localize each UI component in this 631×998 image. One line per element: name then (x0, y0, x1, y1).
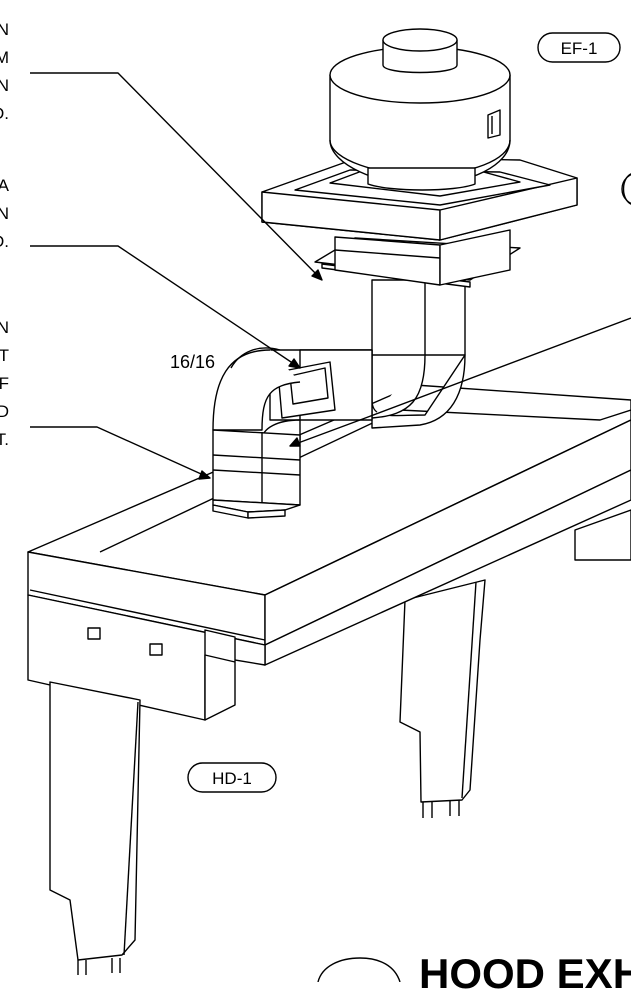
keynote-3: N T F D T. (0, 314, 9, 454)
keynote-2: A N D. (0, 172, 9, 256)
near-support-leg (49, 681, 141, 961)
keynote-2-line-3: D. (0, 232, 9, 251)
keynote-2-line-2: N (0, 204, 9, 223)
keynote-3-line-4: D (0, 402, 9, 421)
drawing-title: HOOD EXH (419, 950, 631, 997)
hd-1-tag-text: HD-1 (212, 769, 252, 788)
detail-bubble-partial (317, 957, 401, 982)
exhaust-fan-unit (261, 28, 578, 288)
cropped-tag-right (621, 172, 631, 206)
ef-1-tag: EF-1 (537, 32, 621, 63)
keynote-1-line-4: D. (0, 104, 9, 123)
leader-lines (30, 72, 631, 480)
keynote-1-line-3: N (0, 76, 9, 95)
hood-assembly (27, 384, 631, 975)
keynote-3-line-3: F (0, 374, 9, 393)
far-support-leg (399, 579, 486, 803)
keynote-3-line-2: T (0, 346, 9, 365)
keynote-3-line-1: N (0, 318, 9, 337)
keynote-1-line-1: N (0, 20, 9, 39)
hd-1-tag: HD-1 (187, 762, 277, 793)
keynote-2-line-1: A (0, 176, 9, 195)
keynote-3-line-5: T. (0, 430, 9, 449)
keynote-1-line-2: M (0, 48, 9, 67)
keynote-1: N M N D. (0, 16, 9, 128)
ef-1-tag-text: EF-1 (561, 39, 598, 58)
duct-size-label: 16/16 (170, 352, 215, 372)
